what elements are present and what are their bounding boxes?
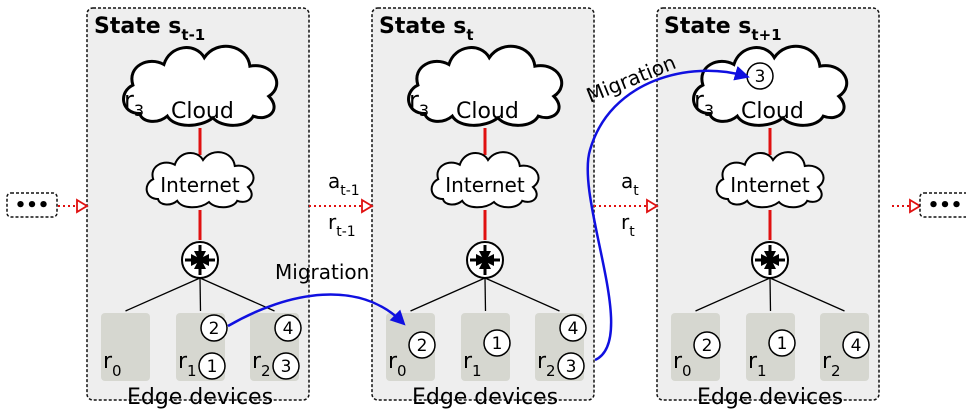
device-label: r0 — [103, 349, 122, 380]
svg-text:3: 3 — [281, 357, 292, 377]
device-label: r1 — [463, 349, 482, 380]
edge-device-1: r1 1 — [746, 313, 796, 381]
svg-text:•••: ••• — [15, 195, 50, 216]
device-app-1: 1 — [768, 329, 796, 357]
svg-text:2: 2 — [209, 319, 220, 339]
device-label: r1 — [178, 349, 197, 380]
svg-text:1: 1 — [492, 334, 503, 354]
internet-cloud-icon — [145, 151, 255, 209]
edge-device-1: r1 1 — [461, 313, 511, 381]
internet-cloud-icon — [715, 151, 825, 209]
cloud-resource-label: r3 — [409, 86, 429, 120]
device-app-2: 2 — [693, 331, 721, 359]
svg-text:1: 1 — [777, 334, 788, 354]
migration-arrow-2 — [586, 66, 750, 362]
device-app-3: 3 — [557, 352, 585, 380]
svg-text:2: 2 — [702, 336, 713, 356]
svg-text:4: 4 — [568, 319, 579, 339]
transition-action-label: at-1 — [328, 169, 360, 199]
cloud-label: Cloud — [741, 99, 804, 124]
device-app-3: 3 — [272, 352, 300, 380]
device-label: r1 — [748, 349, 767, 380]
router-icon — [466, 241, 504, 279]
edge-device-2: r2 3 4 — [250, 313, 302, 381]
device-link — [125, 277, 201, 312]
transition-arrow-1 — [594, 198, 659, 214]
device-label: r2 — [537, 349, 556, 380]
svg-text:4: 4 — [851, 336, 862, 356]
device-link — [199, 277, 202, 312]
svg-text:•••: ••• — [928, 195, 963, 216]
ellipsis-right: ••• — [919, 192, 966, 218]
svg-text:4: 4 — [283, 319, 294, 339]
edge-device-1: r1 1 2 — [176, 313, 228, 381]
internet-cloud-icon — [430, 151, 540, 209]
edge-device-0: r0 — [101, 313, 150, 381]
device-app-4: 4 — [559, 314, 587, 342]
cloud-app-3: 3 — [746, 62, 774, 90]
edge-device-2: r2 3 4 — [535, 313, 587, 381]
state-title: State st-1 — [94, 14, 205, 44]
edge-device-2: r2 4 — [820, 313, 870, 381]
device-app-1: 1 — [483, 329, 511, 357]
device-app-4: 4 — [842, 331, 870, 359]
migration-arrow-1 — [227, 293, 406, 328]
cloud-resource-label: r3 — [694, 86, 714, 120]
device-label: r2 — [252, 349, 271, 380]
edge-devices-label: Edge devices — [697, 385, 843, 410]
edge-devices-label: Edge devices — [412, 385, 558, 410]
router-icon — [751, 241, 789, 279]
transition-reward-label: rt-1 — [328, 210, 356, 240]
device-label: r2 — [822, 349, 841, 380]
transition-arrow-0 — [309, 198, 374, 214]
device-link — [769, 277, 845, 312]
svg-text:1: 1 — [207, 357, 218, 377]
device-label: r0 — [673, 349, 692, 380]
internet-label: Internet — [160, 173, 240, 197]
device-link — [484, 277, 560, 312]
state-title: State st+1 — [664, 14, 782, 44]
cloud-icon — [692, 44, 849, 127]
cloud-icon — [122, 44, 279, 127]
device-label: r0 — [388, 349, 407, 380]
cloud-icon — [407, 44, 564, 127]
transition-action-label: at — [621, 169, 639, 199]
device-app-4: 4 — [274, 314, 302, 342]
svg-text:3: 3 — [755, 67, 766, 87]
router-icon — [181, 241, 219, 279]
cloud-label: Cloud — [171, 99, 234, 124]
device-app-2: 2 — [408, 331, 436, 359]
internet-label: Internet — [445, 173, 525, 197]
device-link — [199, 277, 275, 312]
device-link — [410, 277, 486, 312]
device-link — [484, 277, 487, 312]
edge-devices-label: Edge devices — [127, 385, 273, 410]
edge-device-0: r0 2 — [386, 313, 436, 381]
svg-text:3: 3 — [566, 357, 577, 377]
cloud-label: Cloud — [456, 99, 519, 124]
device-link — [769, 277, 772, 312]
cloud-resource-label: r3 — [124, 86, 144, 120]
state-title: State st — [379, 14, 474, 44]
transition-reward-label: rt — [621, 210, 635, 240]
migration-label-1: Migration — [275, 260, 369, 284]
ellipsis-left: ••• — [6, 192, 58, 218]
device-app-2: 2 — [200, 314, 228, 342]
device-app-1: 1 — [198, 352, 226, 380]
edge-device-0: r0 2 — [671, 313, 721, 381]
device-link — [695, 277, 771, 312]
svg-text:2: 2 — [417, 336, 428, 356]
internet-label: Internet — [730, 173, 810, 197]
transition-arrow-left — [58, 198, 89, 214]
transition-arrow-right — [892, 198, 922, 214]
